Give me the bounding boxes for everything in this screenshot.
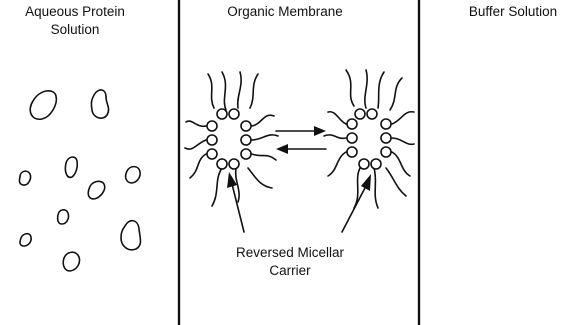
protein-blob bbox=[126, 167, 141, 183]
surfactant-head bbox=[347, 133, 357, 143]
protein-blob bbox=[63, 252, 79, 271]
surfactant-head bbox=[241, 121, 251, 131]
protein-blob bbox=[19, 171, 30, 185]
double-arrow-icon bbox=[276, 126, 326, 154]
surfactant-head bbox=[229, 109, 239, 119]
surfactant-head bbox=[381, 133, 391, 143]
surfactant-tail bbox=[374, 168, 378, 208]
pointer-right-shaft bbox=[342, 186, 366, 232]
surfactant-tail bbox=[248, 168, 272, 188]
protein-blob bbox=[91, 90, 108, 118]
surfactant-head bbox=[229, 159, 239, 169]
surfactant-head bbox=[367, 109, 377, 119]
surfactant-tail bbox=[365, 70, 367, 108]
surfactant-tail bbox=[222, 72, 226, 110]
surfactant-head bbox=[359, 159, 369, 169]
surfactant-head bbox=[347, 119, 357, 129]
forward-arrow-head bbox=[314, 126, 326, 136]
surfactant-tail bbox=[190, 154, 206, 178]
surfactant-head bbox=[347, 147, 357, 157]
surfactant-tail bbox=[390, 78, 402, 110]
protein-blob bbox=[20, 234, 31, 246]
surfactant-tail bbox=[238, 72, 241, 108]
surfactant-tail bbox=[346, 70, 354, 106]
protein-blobs bbox=[19, 90, 140, 271]
surfactant-tail bbox=[252, 154, 276, 160]
surfactant-tail bbox=[252, 135, 278, 140]
protein-blob bbox=[88, 181, 104, 199]
pointer-right-head bbox=[361, 174, 371, 191]
surfactant-tail bbox=[392, 112, 414, 124]
surfactant-head bbox=[371, 159, 381, 169]
surfactant-head bbox=[241, 135, 251, 145]
surfactant-tail bbox=[186, 121, 206, 126]
reverse-arrow-head bbox=[276, 144, 288, 154]
surfactant-tail bbox=[324, 135, 346, 138]
surfactant-tail bbox=[252, 115, 274, 126]
surfactant-head bbox=[217, 159, 227, 169]
surfactant-head bbox=[207, 121, 217, 131]
surfactant-head bbox=[241, 149, 251, 159]
surfactant-head bbox=[207, 149, 217, 159]
surfactant-tail bbox=[386, 168, 406, 196]
protein-blob bbox=[30, 91, 56, 119]
protein-blob bbox=[58, 210, 69, 224]
arrow-icon bbox=[227, 172, 244, 232]
surfactant-head bbox=[207, 135, 217, 145]
surfactant-tail bbox=[392, 152, 410, 176]
protein-blob bbox=[65, 157, 77, 177]
surfactant-head bbox=[355, 109, 365, 119]
surfactant-tail bbox=[185, 140, 206, 149]
surfactant-tail bbox=[212, 168, 222, 206]
surfactant-head bbox=[217, 109, 227, 119]
surfactant-tail bbox=[250, 74, 258, 108]
surfactant-tail bbox=[328, 112, 346, 124]
surfactant-tail bbox=[378, 72, 384, 108]
arrow-icon bbox=[342, 174, 371, 232]
surfactant-tail bbox=[208, 74, 214, 108]
surfactant-head bbox=[381, 147, 391, 157]
protein-blob bbox=[121, 221, 141, 250]
surfactant-tail bbox=[328, 152, 346, 176]
surfactant-tail bbox=[392, 138, 414, 144]
surfactant-head bbox=[381, 119, 391, 129]
